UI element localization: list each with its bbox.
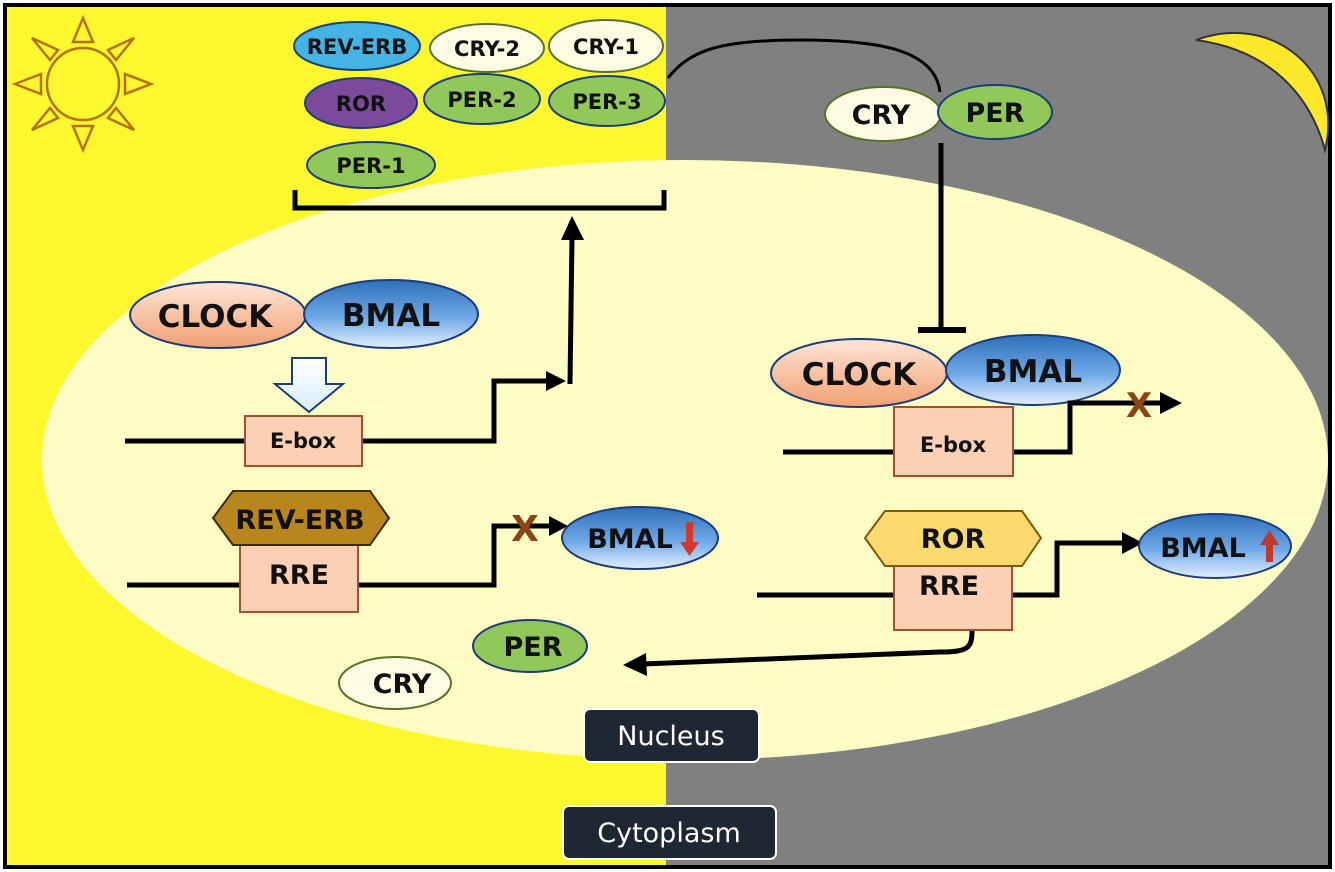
night-ebox-label: E-box bbox=[920, 433, 987, 457]
night-bmal-increased: BMAL bbox=[1138, 513, 1292, 579]
day-bmal-label: BMAL bbox=[342, 298, 440, 334]
night-rre: RRE bbox=[893, 557, 1013, 631]
night-bmal-label: BMAL bbox=[984, 354, 1082, 390]
day-clock-label: CLOCK bbox=[158, 299, 274, 335]
protein-ror-top-label: ROR bbox=[336, 92, 386, 116]
day-clock-bmal-complex: CLOCK BMAL bbox=[129, 279, 479, 349]
protein-ror-top: ROR bbox=[304, 77, 418, 129]
night-cry-per-complex: CRY PER bbox=[824, 84, 1053, 142]
protein-per-2-label: PER-2 bbox=[447, 88, 516, 112]
protein-per-1: PER-1 bbox=[306, 141, 436, 189]
day-rre: RRE bbox=[239, 539, 359, 613]
protein-cry-2: CRY-2 bbox=[429, 23, 545, 73]
sun-icon bbox=[11, 14, 155, 154]
day-cry-protein: CRY bbox=[338, 656, 452, 710]
nucleus bbox=[42, 160, 1328, 760]
day-per-protein: PER bbox=[472, 619, 588, 673]
protein-bracket bbox=[292, 190, 667, 211]
day-ebox-label: E-box bbox=[270, 429, 337, 453]
cytoplasm-label: Cytoplasm bbox=[597, 818, 741, 849]
moon-icon bbox=[1195, 31, 1330, 154]
up-arrow-icon bbox=[1260, 530, 1279, 562]
protein-rev-erb-top: REV-ERB bbox=[293, 21, 421, 71]
day-per-label: PER bbox=[503, 632, 562, 663]
inhibition-arrow bbox=[918, 143, 966, 333]
protein-cry-2-label: CRY-2 bbox=[454, 37, 520, 61]
night-rre-dna bbox=[757, 532, 1143, 598]
day-ebox-dna bbox=[125, 216, 584, 444]
night-clock-bmal-complex: CLOCK BMAL bbox=[770, 334, 1121, 408]
night-cry-label: CRY bbox=[852, 100, 911, 131]
night-per-label: PER bbox=[965, 98, 1024, 129]
night-clock-label: CLOCK bbox=[802, 357, 918, 393]
day-rre-label: RRE bbox=[269, 560, 329, 591]
day-blocked-x-icon: X bbox=[511, 509, 539, 550]
day-cry-label: CRY bbox=[373, 669, 432, 700]
per-cry-production-arrowhead bbox=[623, 653, 647, 676]
protein-per-3: PER-3 bbox=[548, 75, 666, 127]
protein-per-1-label: PER-1 bbox=[336, 154, 405, 178]
nucleus-label-box: Nucleus bbox=[583, 708, 760, 763]
protein-per-2: PER-2 bbox=[423, 73, 541, 125]
day-bmal-down-label: BMAL bbox=[587, 524, 673, 555]
day-rre-dna bbox=[127, 516, 568, 588]
night-rre-label: RRE bbox=[919, 571, 979, 602]
protein-cry-1-label: CRY-1 bbox=[573, 35, 639, 59]
down-arrow-icon bbox=[680, 522, 699, 556]
night-ror-label: ROR bbox=[921, 524, 986, 555]
night-bmal-up-label: BMAL bbox=[1160, 533, 1246, 564]
nucleus-label: Nucleus bbox=[617, 721, 724, 752]
binding-arrow-icon bbox=[272, 357, 346, 414]
frame-border bbox=[3, 3, 1332, 869]
export-arc bbox=[666, 38, 942, 93]
day-ebox: E-box bbox=[244, 415, 363, 467]
protein-per-3-label: PER-3 bbox=[572, 90, 641, 114]
night-ebox: E-box bbox=[893, 406, 1014, 477]
protein-cry-1: CRY-1 bbox=[548, 19, 664, 73]
day-rev-erb-label: REV-ERB bbox=[235, 505, 364, 536]
night-blocked-x-icon: X bbox=[1126, 386, 1152, 426]
night-ror-activator: ROR bbox=[863, 510, 1043, 567]
day-rev-erb-repressor: REV-ERB bbox=[211, 490, 391, 546]
night-ebox-dna bbox=[783, 392, 1182, 455]
day-bmal-decreased: BMAL bbox=[561, 506, 719, 570]
per-cry-production-arrow bbox=[642, 630, 975, 667]
protein-rev-erb-top-label: REV-ERB bbox=[307, 35, 407, 59]
cytoplasm-label-box: Cytoplasm bbox=[562, 805, 777, 860]
